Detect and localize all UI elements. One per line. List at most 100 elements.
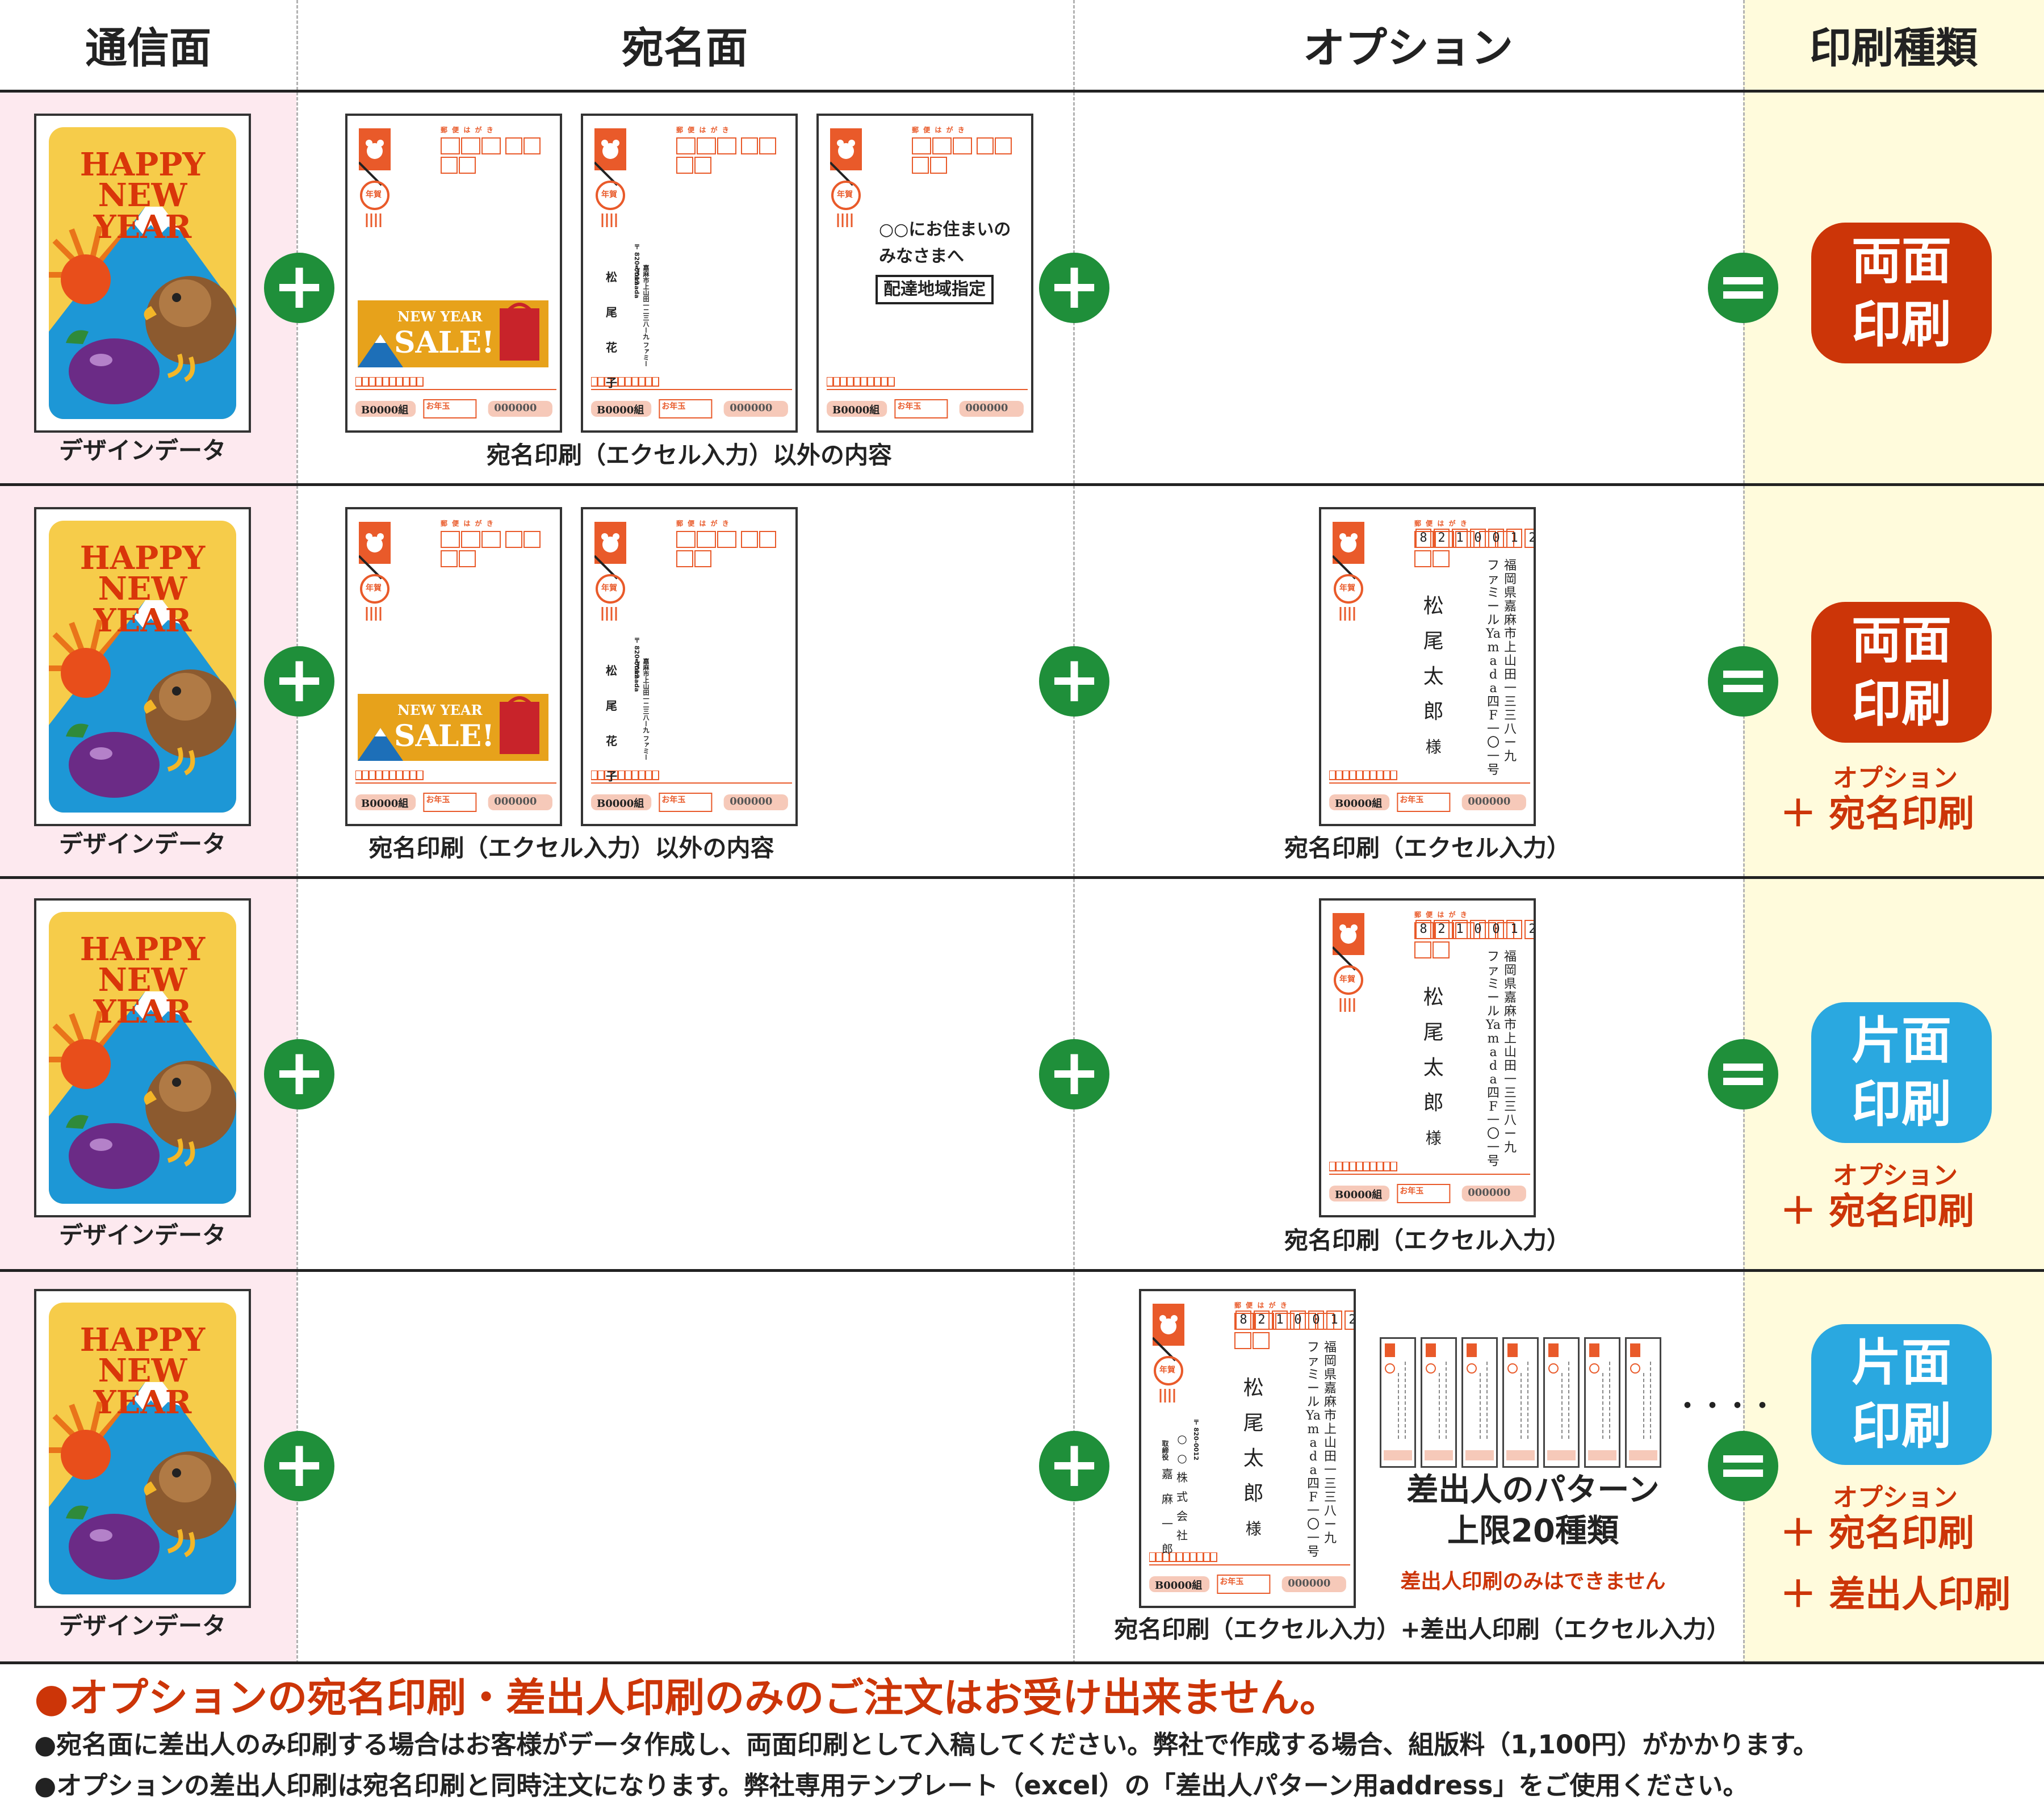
recipient-address-line-2: ファミールYamada四F一〇一号: [1486, 559, 1501, 777]
sender-address: 嘉麻市上山田一二三八ー九 ファミールYamada: [633, 658, 650, 760]
nenga-stamp-icon: [1331, 913, 1364, 1013]
delivery-area-box: 配達地域指定: [876, 275, 994, 304]
zip-digit: 1: [1506, 529, 1522, 548]
postcard-bottom-strip: [590, 376, 792, 422]
design-data-label: デザインデータ: [58, 830, 226, 858]
zip-code-boxes: [676, 137, 785, 174]
row1-atena-caption: 宛名印刷（エクセル入力）以外の内容: [486, 441, 892, 469]
recipient-name-char: 太: [1243, 1447, 1264, 1470]
zip-digit: 8: [1415, 529, 1431, 548]
postcard-bottom-strip: [826, 376, 1028, 422]
lottery-number: 000000: [730, 402, 773, 414]
design-data-label: デザインデータ: [58, 1612, 226, 1640]
divider-3: [1743, 0, 1745, 1664]
postcard-header-text: 郵 便 は が き: [676, 126, 730, 134]
print-type-badge: 片面印刷: [1811, 1002, 1992, 1143]
sender-zip: 〒 820-0012: [633, 637, 640, 679]
row-separator: [0, 876, 2044, 879]
sender-name-char: 子: [606, 769, 617, 783]
sender-name-char: 松: [606, 664, 617, 677]
postcard-bottom-strip: [1329, 770, 1530, 816]
divider-1: [296, 0, 298, 1664]
design-text-new-year: NEW YEAR: [93, 961, 192, 1031]
design-text-happy: HAPPY: [79, 539, 206, 577]
zip-digit: 2: [1434, 529, 1450, 548]
company-role: 取締役: [1161, 1440, 1169, 1460]
zip-digit: 0: [1488, 529, 1504, 548]
sender-name-char: 花: [606, 734, 617, 748]
recipient-address-line-1: 福岡県嘉麻市上山田一三三八ー九: [1503, 950, 1517, 1155]
postcard-bottom-strip: [590, 770, 792, 816]
lottery-group: B0000組: [1335, 1189, 1383, 1201]
company-person-char: 嘉: [1162, 1467, 1173, 1481]
otoshidama-label: お年玉: [1220, 1577, 1244, 1586]
pattern-note: 差出人印刷のみはできません: [1400, 1570, 1666, 1593]
zip-code-boxes: [912, 137, 1021, 174]
design-text-new-year: NEW YEAR: [93, 1352, 192, 1421]
sender-pattern-thumbnail: [1543, 1337, 1580, 1468]
company-person-char: 麻: [1162, 1492, 1173, 1506]
recipient-address-line-1: 福岡県嘉麻市上山田一三三八ー九: [1323, 1341, 1337, 1546]
company-sender-char: 式: [1176, 1490, 1188, 1504]
zip-digit: 0: [1290, 1311, 1306, 1330]
nenga-label: 年賀: [366, 190, 382, 199]
nenga-stamp-icon: [593, 522, 626, 622]
company-person-char: 一: [1162, 1517, 1173, 1531]
otoshidama-label: お年玉: [661, 796, 686, 805]
badge-line-1: 片面: [1851, 1011, 1951, 1070]
header-shurui: 印刷種類: [1810, 24, 1978, 73]
lottery-group: B0000組: [1335, 798, 1383, 810]
zip-digit: 2: [1524, 920, 1534, 939]
row2-option-caption: 宛名印刷（エクセル入力）: [1284, 834, 1570, 862]
print-type-badge: 片面印刷: [1811, 1324, 1992, 1465]
lottery-group: B0000組: [597, 798, 644, 810]
zip-digit: 1: [1452, 920, 1468, 939]
option-item: ＋ 宛名印刷: [1780, 793, 1975, 835]
postcard-header-text: 郵 便 は が き: [441, 520, 495, 527]
recipient-name-char: 郎: [1243, 1482, 1264, 1505]
sale-banner-main: SALE!: [394, 719, 495, 753]
sender-name-char: 尾: [606, 305, 617, 319]
badge-line-1: 両面: [1851, 611, 1951, 669]
area-line-1: ○○にお住まいの: [879, 220, 1011, 240]
otoshidama-label: お年玉: [1400, 796, 1424, 805]
zip-digit: 2: [1524, 529, 1534, 548]
row4-option-caption: 宛名印刷（エクセル入力）+差出人印刷（エクセル入力）: [1114, 1615, 1731, 1643]
postcard-bottom-strip: [1149, 1552, 1350, 1598]
design-data-label: デザインデータ: [58, 437, 226, 464]
nenga-stamp-icon: [1151, 1304, 1184, 1404]
header-tsushin: 通信面: [85, 24, 211, 73]
lottery-group: B0000組: [1155, 1580, 1203, 1592]
equal-icon: =: [1708, 1039, 1778, 1110]
lottery-number: 000000: [1468, 1187, 1511, 1199]
divider-2: [1073, 0, 1075, 1664]
sender-pattern-thumbnail: [1421, 1337, 1457, 1468]
new-year-illustration: [49, 991, 236, 1204]
recipient-name-char: 郎: [1423, 1091, 1444, 1115]
zip-digit: 1: [1506, 920, 1522, 939]
zip-digit: 0: [1470, 920, 1486, 939]
company-zip: 〒 820-0012: [1192, 1419, 1200, 1460]
zip-digit: 2: [1434, 920, 1450, 939]
postcard-bottom-strip: [355, 770, 556, 816]
equal-icon: =: [1708, 253, 1778, 323]
zip-code-boxes: [676, 531, 785, 567]
lottery-number: 000000: [965, 402, 1008, 414]
sale-banner-main: SALE!: [394, 325, 495, 360]
recipient-name-char: 様: [1425, 738, 1442, 756]
lottery-number: 000000: [1288, 1577, 1331, 1589]
lottery-group: B0000組: [361, 404, 409, 416]
zip-digit: 1: [1272, 1311, 1288, 1330]
zip-code-boxes: [441, 137, 550, 174]
lottery-number: 000000: [494, 796, 537, 807]
